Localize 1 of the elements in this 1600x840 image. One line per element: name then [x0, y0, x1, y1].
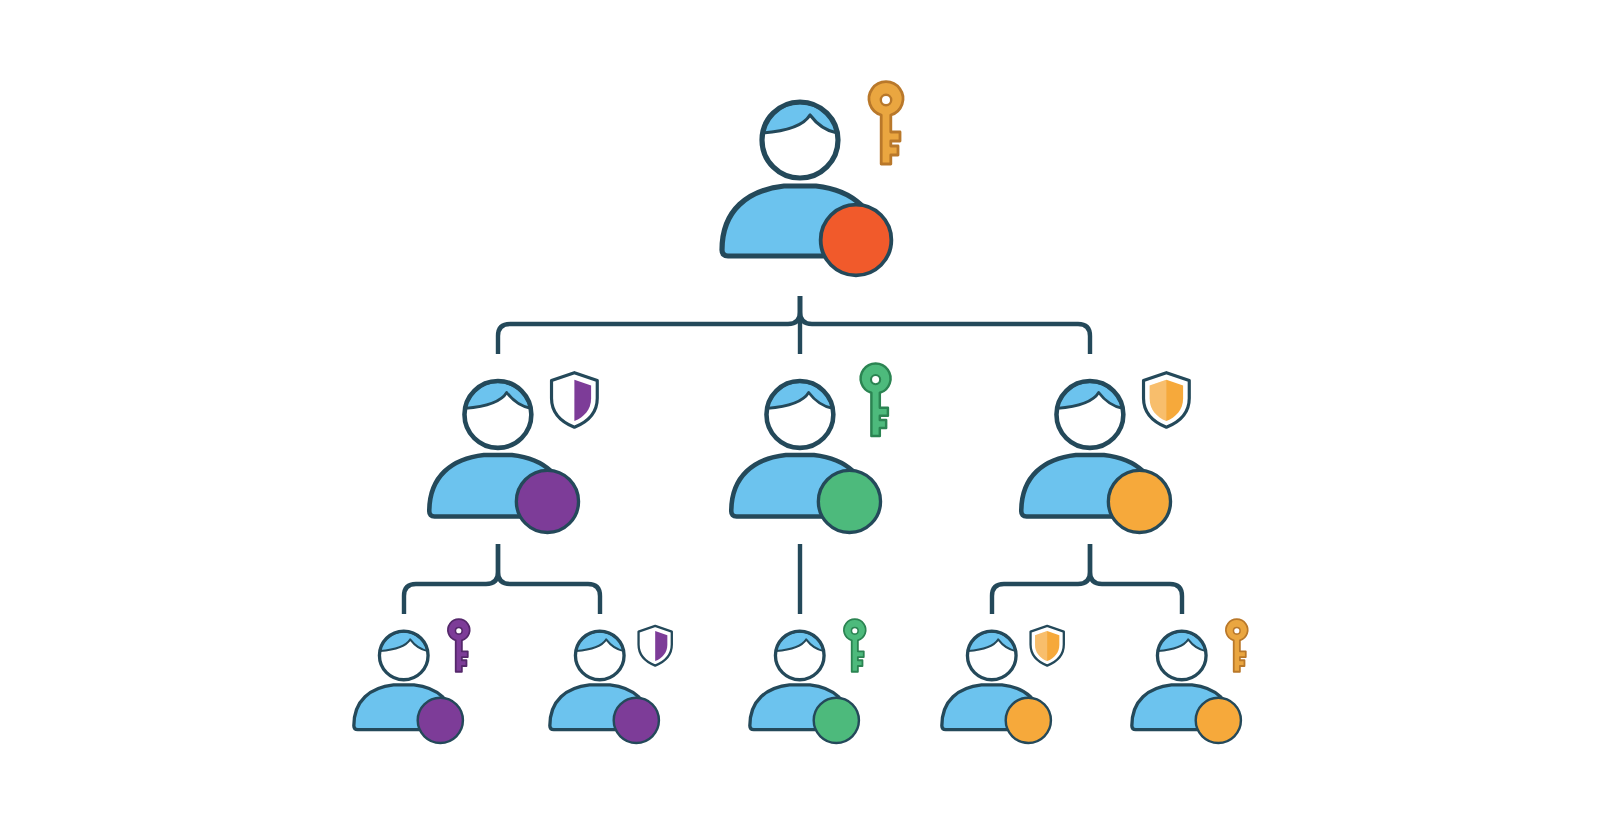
connector-line: [797, 544, 803, 614]
